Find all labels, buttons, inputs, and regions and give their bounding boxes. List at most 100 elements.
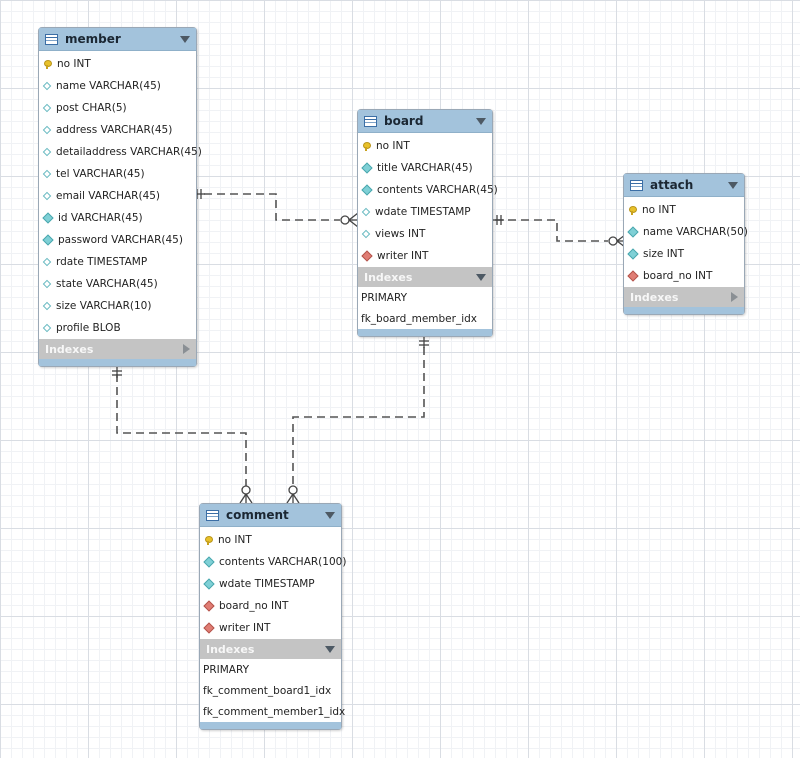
column-row[interactable]: email VARCHAR(45) [39, 185, 196, 207]
column-row[interactable]: contents VARCHAR(45) [358, 179, 498, 201]
column-row[interactable]: name VARCHAR(50) [624, 221, 748, 243]
foreign-key-icon [203, 600, 215, 612]
collapse-arrow-icon[interactable] [180, 35, 190, 43]
table-footer [358, 329, 492, 336]
table-footer [39, 359, 196, 366]
column-row[interactable]: writer INT [358, 245, 492, 267]
table-header[interactable]: member [39, 28, 196, 51]
indexes-label: Indexes [364, 270, 413, 284]
collapsed-arrow-icon[interactable] [183, 344, 190, 354]
table-comment[interactable]: comment no INT contents VARCHAR(100)wdate … [199, 503, 346, 730]
column-row[interactable]: contents VARCHAR(100) [200, 551, 346, 573]
column-row[interactable]: board_no INT [200, 595, 341, 617]
column-row[interactable]: password VARCHAR(45) [39, 229, 196, 251]
index-item[interactable]: PRIMARY [361, 291, 408, 304]
column-row[interactable]: tel VARCHAR(45) [39, 163, 196, 185]
column-row[interactable]: profile BLOB [39, 317, 196, 339]
index-item[interactable]: fk_comment_board1_idx [203, 684, 332, 697]
column-label: contents VARCHAR(45) [377, 184, 498, 196]
column-label: profile BLOB [56, 322, 121, 334]
indexes-label: Indexes [45, 342, 94, 356]
nullable-column-icon [42, 301, 52, 311]
one-only-marker-board-comment [419, 336, 429, 348]
not-null-column-icon [203, 556, 215, 568]
column-row[interactable]: detailaddress VARCHAR(45) [39, 141, 202, 163]
not-null-column-icon [627, 248, 639, 260]
column-row[interactable]: size INT [624, 243, 744, 265]
column-row[interactable]: no INT [200, 529, 341, 551]
primary-key-icon [629, 205, 637, 215]
indexes-section-header[interactable]: Indexes [39, 339, 196, 359]
zero-many-marker-board [340, 212, 359, 228]
index-list: PRIMARY fk_comment_board1_idx fk_comment_m… [200, 659, 346, 722]
column-row[interactable]: size VARCHAR(10) [39, 295, 196, 317]
table-name: member [65, 32, 121, 46]
column-row[interactable]: no INT [624, 199, 744, 221]
column-label: writer INT [219, 622, 271, 634]
index-item[interactable]: PRIMARY [203, 663, 250, 676]
indexes-label: Indexes [630, 290, 679, 304]
not-null-column-icon [42, 212, 54, 224]
column-label: detailaddress VARCHAR(45) [56, 146, 202, 158]
table-footer [624, 307, 744, 314]
table-header[interactable]: comment [200, 504, 341, 527]
primary-key-icon [205, 535, 213, 545]
primary-key-icon [363, 141, 371, 151]
table-header[interactable]: attach [624, 174, 744, 197]
column-label: password VARCHAR(45) [58, 234, 183, 246]
nullable-column-icon [42, 147, 52, 157]
index-item[interactable]: fk_comment_member1_idx [203, 705, 346, 718]
indexes-section-header[interactable]: Indexes [624, 287, 744, 307]
column-row[interactable]: wdate TIMESTAMP [358, 201, 492, 223]
table-icon [364, 115, 377, 127]
index-list: PRIMARY fk_board_member_idx [358, 287, 492, 329]
column-row[interactable]: rdate TIMESTAMP [39, 251, 196, 273]
primary-key-icon [44, 59, 52, 69]
column-label: no INT [218, 534, 252, 546]
column-row[interactable]: state VARCHAR(45) [39, 273, 196, 295]
column-label: address VARCHAR(45) [56, 124, 173, 136]
collapse-arrow-icon[interactable] [325, 511, 335, 519]
column-row[interactable]: post CHAR(5) [39, 97, 196, 119]
index-item[interactable]: fk_board_member_idx [361, 312, 478, 325]
indexes-section-header[interactable]: Indexes [358, 267, 492, 287]
table-header[interactable]: board [358, 110, 492, 133]
relationship-member-board[interactable] [204, 193, 340, 221]
column-row[interactable]: writer INT [200, 617, 341, 639]
not-null-column-icon [42, 234, 54, 246]
collapse-arrow-icon[interactable] [728, 181, 738, 189]
column-row[interactable]: no INT [39, 53, 196, 75]
column-row[interactable]: name VARCHAR(45) [39, 75, 196, 97]
relationship-board-attach[interactable] [495, 219, 608, 242]
collapsed-arrow-icon[interactable] [731, 292, 738, 302]
column-row[interactable]: wdate TIMESTAMP [200, 573, 341, 595]
not-null-column-icon [627, 226, 639, 238]
indexes-section-header[interactable]: Indexes [200, 639, 341, 659]
relationship-member-comment[interactable] [116, 374, 247, 488]
expanded-arrow-icon[interactable] [325, 645, 335, 653]
column-row[interactable]: address VARCHAR(45) [39, 119, 196, 141]
column-label: no INT [642, 204, 676, 216]
table-board[interactable]: board no INT title VARCHAR(45) contents VAR… [357, 109, 498, 337]
column-row[interactable]: board_no INT [624, 265, 744, 287]
column-row[interactable]: views INT [358, 223, 492, 245]
relationship-board-comment[interactable] [292, 347, 425, 488]
not-null-column-icon [203, 578, 215, 590]
nullable-column-icon [42, 323, 52, 333]
column-label: title VARCHAR(45) [377, 162, 473, 174]
column-label: board_no INT [219, 600, 289, 612]
column-label: writer INT [377, 250, 429, 262]
column-label: email VARCHAR(45) [56, 190, 161, 202]
one-only-marker-member-comment [112, 366, 122, 378]
table-footer [200, 722, 341, 729]
column-label: no INT [376, 140, 410, 152]
column-row[interactable]: title VARCHAR(45) [358, 157, 492, 179]
column-row[interactable]: id VARCHAR(45) [39, 207, 196, 229]
expanded-arrow-icon[interactable] [476, 273, 486, 281]
collapse-arrow-icon[interactable] [476, 117, 486, 125]
column-row[interactable]: no INT [358, 135, 492, 157]
nullable-column-icon [42, 191, 52, 201]
